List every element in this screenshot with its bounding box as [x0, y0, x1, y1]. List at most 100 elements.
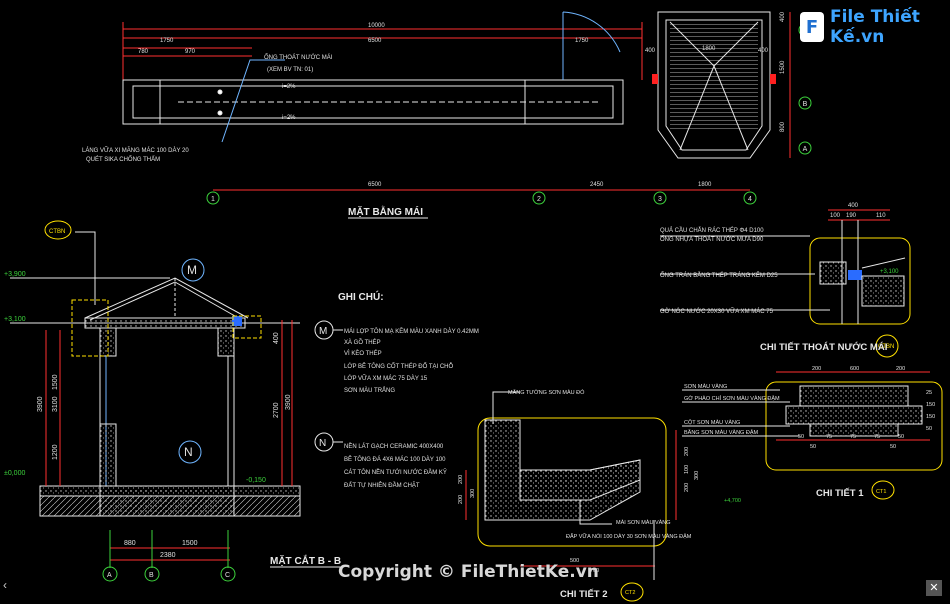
drain-dim-2: 190 — [846, 213, 857, 219]
note-m-3: VÌ KÈO THÉP — [344, 350, 382, 357]
detail-1-texts: 200 600 200 SƠN MÀU VÀNG GỜ PHÀO CHỈ SƠN… — [684, 366, 935, 495]
dim-right: 1750 — [575, 38, 589, 44]
slope-note-2: i=2% — [282, 115, 296, 121]
d2-dim-r1: 200 — [684, 447, 690, 456]
section-title: MẶT CẮT B - B — [270, 554, 341, 567]
d1-dim-t2: 600 — [850, 366, 859, 372]
d1-dim-m7: 50 — [890, 444, 896, 450]
roof-plan — [122, 11, 791, 191]
note-n-2: BÊ TÔNG ĐÁ 4X6 MÁC 100 DÀY 100 — [344, 455, 446, 463]
drain-level: +3,100 — [880, 269, 899, 275]
dim-bottom-1: 880 — [124, 540, 136, 547]
d1-dim-s2: 150 — [926, 402, 935, 408]
level-top: +3,900 — [4, 271, 26, 278]
d1-tag: CT1 — [876, 489, 886, 495]
coating-note-1: LÁNG VỮA XI MĂNG MÁC 100 DÀY 20 — [82, 147, 189, 154]
drain-dim-4: 110 — [876, 213, 886, 219]
dim-left-2: 3100 — [52, 396, 59, 412]
d1-dim-m3: 75 — [850, 434, 856, 440]
note-n-1: NỀN LÁT GẠCH CERAMIC 400X400 — [344, 443, 444, 450]
d2-dim-b2: 700 — [590, 568, 599, 574]
drain-note-4: GỜ NÓC NƯỚC 20X30 VỮA XM MÁC 75 — [660, 308, 774, 315]
drain-note-3: ỐNG TRÁN BẰNG THÉP TRÁNG KẼM D25 — [660, 271, 778, 279]
note-m-4: LỚP BÊ TÔNG CỐT THÉP ĐỔ TẠI CHỖ — [344, 362, 454, 370]
detail-1-title: CHI TIẾT 1 — [816, 488, 864, 499]
d1-dim-m5: 50 — [898, 434, 904, 440]
logo-mark: F — [800, 12, 824, 42]
drain-note-1: QUẢ CẦU CHẮN RÁC THÉP Φ4 D100 — [660, 226, 764, 234]
roof-plan-title: MẶT BẰNG MÁI — [348, 205, 423, 218]
dim-bottom-1: 6500 — [368, 182, 382, 188]
d2-dim-l1: 200 — [458, 475, 464, 484]
copyright-watermark: Copyright © FileThietKe.vn — [338, 562, 599, 582]
prev-arrow-icon[interactable]: ‹ — [3, 578, 7, 592]
d2-dim-l2: 200 — [458, 495, 464, 504]
d2-dim-r2: 100 — [684, 465, 690, 474]
note-m-6: SƠN MÀU TRẮNG — [344, 386, 395, 394]
notes-mark-n: N — [319, 438, 326, 449]
side-dim-2: 1500 — [780, 60, 786, 74]
drain-detail-texts: 400 190 100 110 +3,100 QUẢ CẦU CHẮN RÁC … — [660, 203, 899, 350]
section-mark-m: M — [187, 263, 197, 277]
dim-b: 970 — [185, 49, 196, 55]
level-zero: ±0,000 — [4, 470, 25, 477]
section-texts: M N CTBN +3,900 +3,100 ±0,000 -0,150 390… — [4, 229, 292, 579]
axis-2: 2 — [537, 196, 541, 203]
d1-dim-m4: 75 — [874, 434, 880, 440]
d2-note-bottom-2: ĐẮP VỮA NỔI 100 DÀY 30 SƠN MÀU VÀNG ĐẬM — [566, 532, 692, 540]
axis-a: A — [803, 146, 808, 153]
d2-note-top: MĂNG TƯỜNG SƠN MÀU ĐỎ — [508, 389, 585, 396]
d1-dim-t1: 200 — [812, 366, 821, 372]
dim-bottom-3: 1500 — [182, 540, 198, 547]
note-m-5: LỚP VỮA XM MÁC 75 DÀY 15 — [344, 375, 428, 382]
dim-left: 1750 — [160, 38, 174, 44]
hex-dim-1: 400 — [645, 48, 656, 54]
notes: GHI CHÚ: M MÁI LỢP TÔN MẠ KẼM MÀU XANH D… — [314, 290, 479, 489]
side-dim-3: 800 — [780, 121, 786, 132]
axis-b: B — [803, 101, 808, 108]
roof-plan-texts: 10000 6500 1750 1750 780 970 ỐNG THOÁT N… — [82, 11, 786, 188]
d2-level: +4,700 — [724, 498, 741, 504]
drain-note-2: ỐNG NHỰA THOÁT NƯỚC MƯA D90 — [660, 236, 764, 243]
d1-dim-s1: 25 — [926, 390, 932, 396]
axis-3: 3 — [658, 196, 662, 203]
dim-left-1: 3900 — [37, 396, 44, 412]
hex-dim-2: 1800 — [702, 46, 716, 52]
d2-dim-r3: 200 — [684, 483, 690, 492]
axis-a: A — [107, 572, 112, 579]
note-n-4: ĐẤT TỰ NHIÊN ĐẦM CHẶT — [344, 481, 420, 489]
axis-b: B — [149, 572, 154, 579]
site-logo[interactable]: F File Thiết Kế.vn — [800, 7, 950, 47]
d2-tag: CT2 — [625, 590, 635, 596]
close-icon[interactable]: ✕ — [926, 580, 942, 596]
axis-4: 4 — [748, 196, 752, 203]
detail-2 — [465, 391, 677, 602]
section-marks — [44, 220, 236, 582]
d2-note-bottom-1: MÀI SƠN MÀU VÀNG — [616, 519, 671, 526]
drain-tag: CTBN — [878, 344, 894, 350]
dim-right-2: 2700 — [273, 402, 280, 418]
section-tag: CTBN — [49, 229, 65, 235]
detail-2-title: CHI TIẾT 2 — [560, 589, 608, 600]
dim-total: 10000 — [368, 23, 385, 29]
dim-bottom-2: 2380 — [160, 552, 176, 559]
dim-main: 6500 — [368, 38, 382, 44]
drain-detail-title: CHI TIẾT THOÁT NƯỚC MÁI — [760, 341, 887, 353]
note-m-1: MÁI LỢP TÔN MẠ KẼM MÀU XANH DÀY 0.42MM — [344, 328, 479, 335]
d2-dim-r4: 300 — [694, 471, 700, 480]
d1-note-2: GỜ PHÀO CHỈ SƠN MÀU VÀNG ĐẬM — [684, 395, 780, 402]
dim-right-3: 3900 — [285, 394, 292, 410]
pipe-note: ỐNG THOÁT NƯỚC MÁI — [264, 54, 333, 61]
d1-dim-m2: 75 — [826, 434, 832, 440]
d1-note-1: SƠN MÀU VÀNG — [684, 383, 727, 390]
dim-bottom-3: 1800 — [698, 182, 712, 188]
d2-dim-l3: 300 — [470, 489, 476, 498]
dim-left-4: 1200 — [52, 444, 59, 460]
drain-dim-1: 400 — [848, 203, 859, 209]
level-mid: +3,100 — [4, 316, 26, 323]
axis-1: 1 — [211, 196, 215, 203]
notes-mark-m: M — [319, 326, 327, 337]
slope-note-1: i=2% — [282, 84, 296, 90]
axis-c: C — [225, 572, 230, 579]
